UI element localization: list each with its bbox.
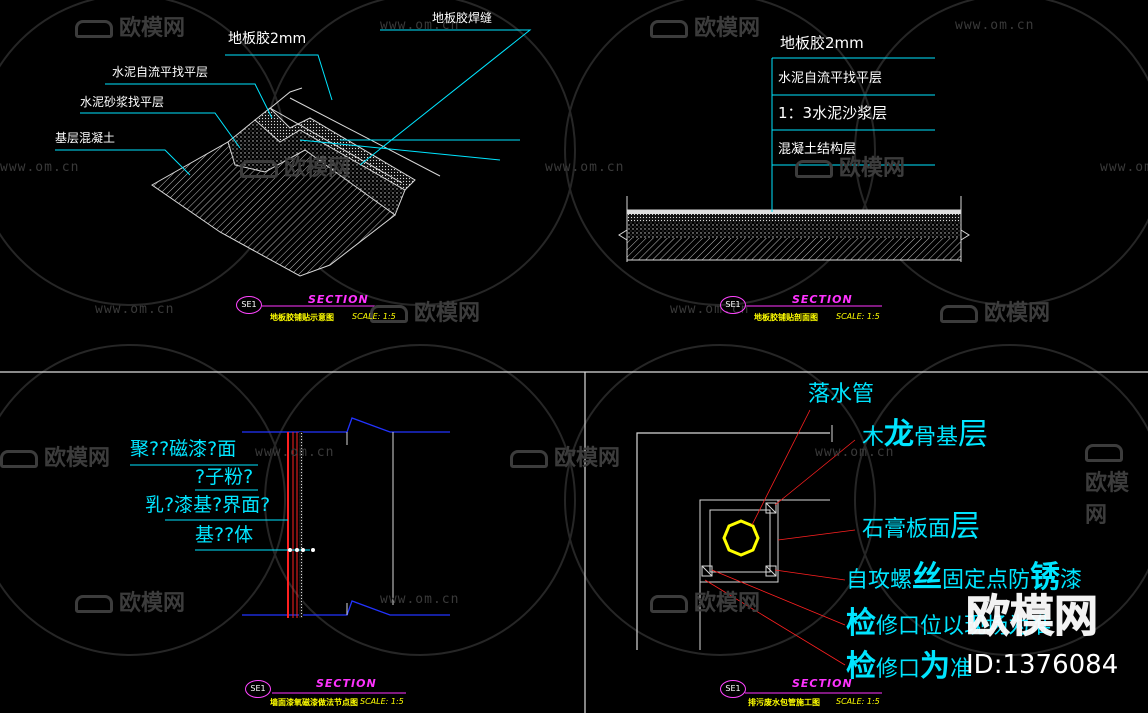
title-drawing-name: 墙面漆氧磁漆做法节点图 bbox=[270, 698, 358, 707]
floor-glue-layer bbox=[267, 87, 303, 111]
watermark-url: www.om.cn bbox=[955, 18, 1035, 33]
watermark-url: www.om.cn bbox=[95, 302, 175, 317]
label-floor-glue: 地板胶2mm bbox=[228, 31, 307, 47]
panel1-leaders bbox=[55, 29, 532, 176]
panel1-isometric-layers bbox=[151, 87, 441, 277]
structure-strip bbox=[627, 238, 961, 260]
title-ref-marker: SE1 bbox=[236, 296, 262, 314]
self-level-layer bbox=[254, 107, 416, 191]
watermark-logo: 欧模网 bbox=[75, 10, 185, 42]
label-wall-base: 基??体 bbox=[195, 524, 254, 546]
label-structure: 混凝土结构层 bbox=[778, 142, 857, 157]
panel3-leader-dots bbox=[288, 548, 315, 552]
watermark-logo: 欧模网 bbox=[795, 150, 905, 182]
label-self-level: 水泥自流平找平层 bbox=[112, 65, 209, 79]
watermark-logo: 欧模网 bbox=[0, 440, 110, 472]
title-section: SECTION bbox=[792, 293, 853, 306]
panel4-pipe-box bbox=[636, 425, 833, 650]
watermark-logo: 欧模网 bbox=[650, 10, 760, 42]
label-mortar: 1：3水泥沙浆层 bbox=[778, 104, 888, 122]
title-drawing-name: 地板胶铺贴剖面图 bbox=[754, 313, 818, 322]
watermark-url: www.om.cn bbox=[545, 160, 625, 175]
label-self-tapping-screw: 自攻螺丝固定点防锈漆 bbox=[846, 560, 1083, 595]
watermark-logo: 欧模网 bbox=[75, 585, 185, 617]
title-ref-marker: SE1 bbox=[245, 680, 271, 698]
title-drawing-name: 排污废水包管施工图 bbox=[748, 698, 820, 707]
title-ref-marker: SE1 bbox=[720, 296, 746, 314]
watermark-url: www.om.cn bbox=[255, 445, 335, 460]
brand-logo: 欧模网 bbox=[966, 591, 1099, 642]
title-ref-marker: SE1 bbox=[720, 680, 746, 698]
panel4-leaders bbox=[704, 409, 856, 666]
watermark-url: www.om.cn bbox=[1100, 160, 1148, 175]
mortar-strip bbox=[627, 222, 961, 238]
watermark-url: www.om.cn bbox=[380, 592, 460, 607]
label-mortar: 水泥砂浆找平层 bbox=[80, 95, 165, 109]
label-floor-glue: 地板胶2mm bbox=[780, 34, 864, 52]
watermark-logo: 欧模网 bbox=[370, 295, 480, 327]
label-putty: ?子粉? bbox=[195, 466, 254, 488]
panel3-leaders bbox=[130, 464, 310, 551]
title-section: SECTION bbox=[792, 677, 853, 690]
watermark-url: www.om.cn bbox=[0, 160, 80, 175]
watermark-url: www.om.cn bbox=[380, 18, 460, 33]
label-base-concrete: 基层混凝土 bbox=[55, 131, 116, 145]
title-scale: SCALE: 1:5 bbox=[352, 312, 396, 321]
glue-strip bbox=[627, 210, 961, 214]
label-wood-keel: 木龙骨基层 bbox=[862, 417, 989, 452]
brand-id: ID:1376084 bbox=[966, 650, 1119, 680]
label-paint-finish: 聚??磁漆?面 bbox=[130, 438, 237, 460]
self-level-strip bbox=[627, 214, 961, 222]
watermark-logo: 欧模网 bbox=[650, 585, 760, 617]
title-scale: SCALE: 1:5 bbox=[836, 697, 880, 706]
label-self-level: 水泥自流平找平层 bbox=[778, 71, 883, 86]
label-primer: 乳?漆基?界面? bbox=[145, 494, 271, 516]
title-scale: SCALE: 1:5 bbox=[360, 697, 404, 706]
title-drawing-name: 地板胶铺贴示意图 bbox=[270, 313, 334, 322]
title-scale: SCALE: 1:5 bbox=[836, 312, 880, 321]
label-drain-pipe: 落水管 bbox=[808, 382, 875, 407]
title-section: SECTION bbox=[308, 293, 369, 306]
watermark-logo: 欧模网 bbox=[1085, 440, 1148, 529]
label-access-opening-2: 检修口为准 bbox=[846, 649, 973, 684]
label-glue-weld: 地板胶焊缝 bbox=[432, 11, 493, 25]
drain-pipe bbox=[722, 519, 760, 557]
panel2-section bbox=[618, 196, 970, 262]
label-gypsum-board: 石膏板面层 bbox=[862, 509, 981, 544]
watermark-url: www.om.cn bbox=[815, 445, 895, 460]
watermark-logo: 欧模网 bbox=[940, 295, 1050, 327]
watermark-logo: 欧模网 bbox=[240, 150, 350, 182]
watermark-circles bbox=[0, 0, 1148, 656]
label-access-opening: 检修口位以现场为准 bbox=[846, 606, 1053, 641]
title-section: SECTION bbox=[316, 677, 377, 690]
panel3-wall-section bbox=[242, 417, 450, 618]
watermark-logo: 欧模网 bbox=[510, 440, 620, 472]
